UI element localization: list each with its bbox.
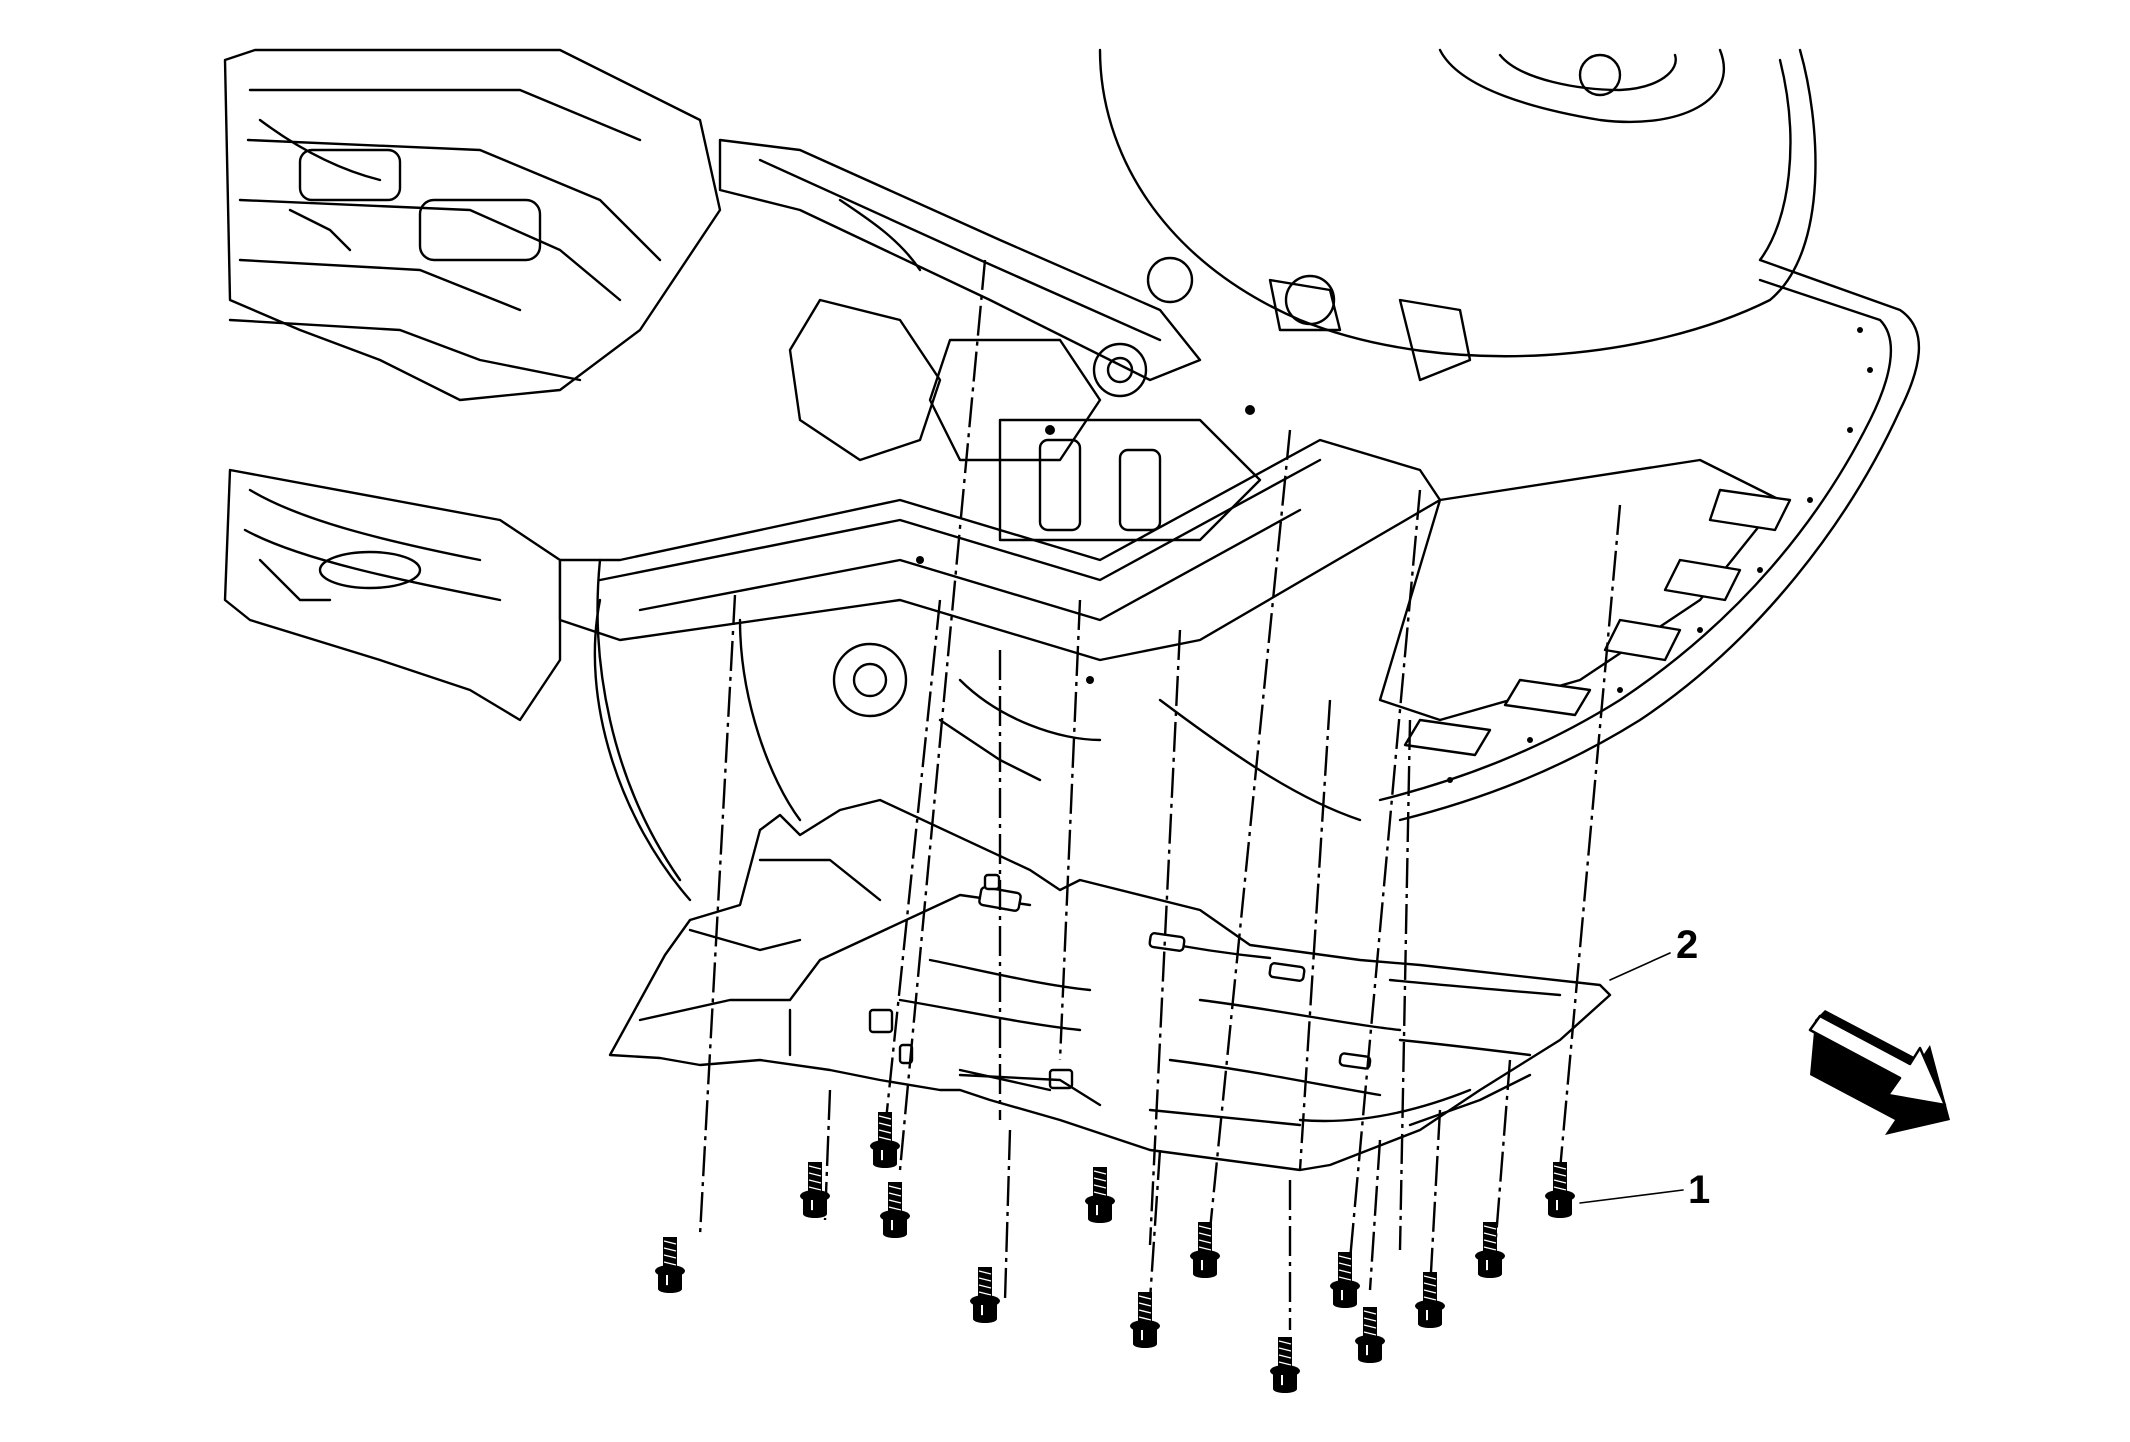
fasteners <box>655 1112 1575 1393</box>
bolt-fastener <box>1545 1162 1575 1218</box>
callout-2-leader <box>1609 952 1671 981</box>
bolt-fastener <box>1130 1292 1160 1348</box>
bolt-fastener <box>1270 1337 1300 1393</box>
callout-1-label: 1 <box>1688 1168 1710 1212</box>
bolt-fastener <box>1190 1222 1220 1278</box>
bolt-fastener <box>1355 1307 1385 1363</box>
bolt-fastener <box>1415 1272 1445 1328</box>
bolt-fastener <box>1085 1167 1115 1223</box>
vehicle-underbody <box>223 48 1921 902</box>
bolt-fastener <box>655 1237 685 1293</box>
installation-alignment-lines <box>698 259 1622 1330</box>
bolt-fastener <box>880 1182 910 1238</box>
callout-2-label: 2 <box>1676 923 1698 967</box>
forward-direction-arrow-icon <box>1808 1010 1950 1135</box>
bolt-fastener <box>800 1162 830 1218</box>
bolt-fastener <box>970 1267 1000 1323</box>
callout-1-leader <box>1579 1189 1684 1204</box>
callout-leaders <box>1579 952 1684 1204</box>
bolt-fastener <box>1330 1252 1360 1308</box>
splash-shield-panel <box>608 798 1612 1172</box>
bolt-fastener <box>870 1112 900 1168</box>
bolt-fastener <box>1475 1222 1505 1278</box>
